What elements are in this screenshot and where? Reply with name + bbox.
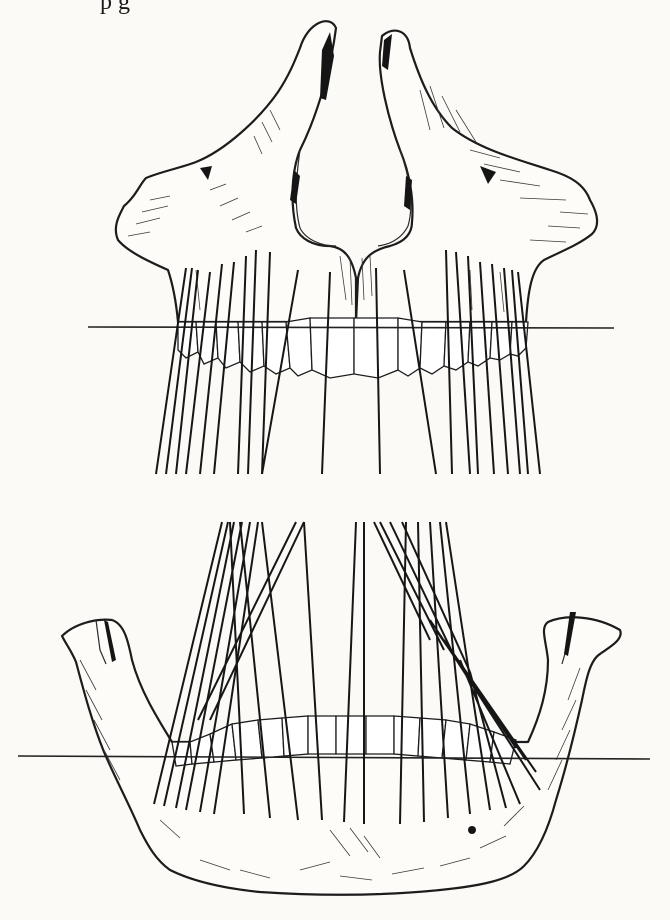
upper-occlusal-plane: [88, 327, 614, 328]
maxilla-bone: [116, 21, 597, 322]
